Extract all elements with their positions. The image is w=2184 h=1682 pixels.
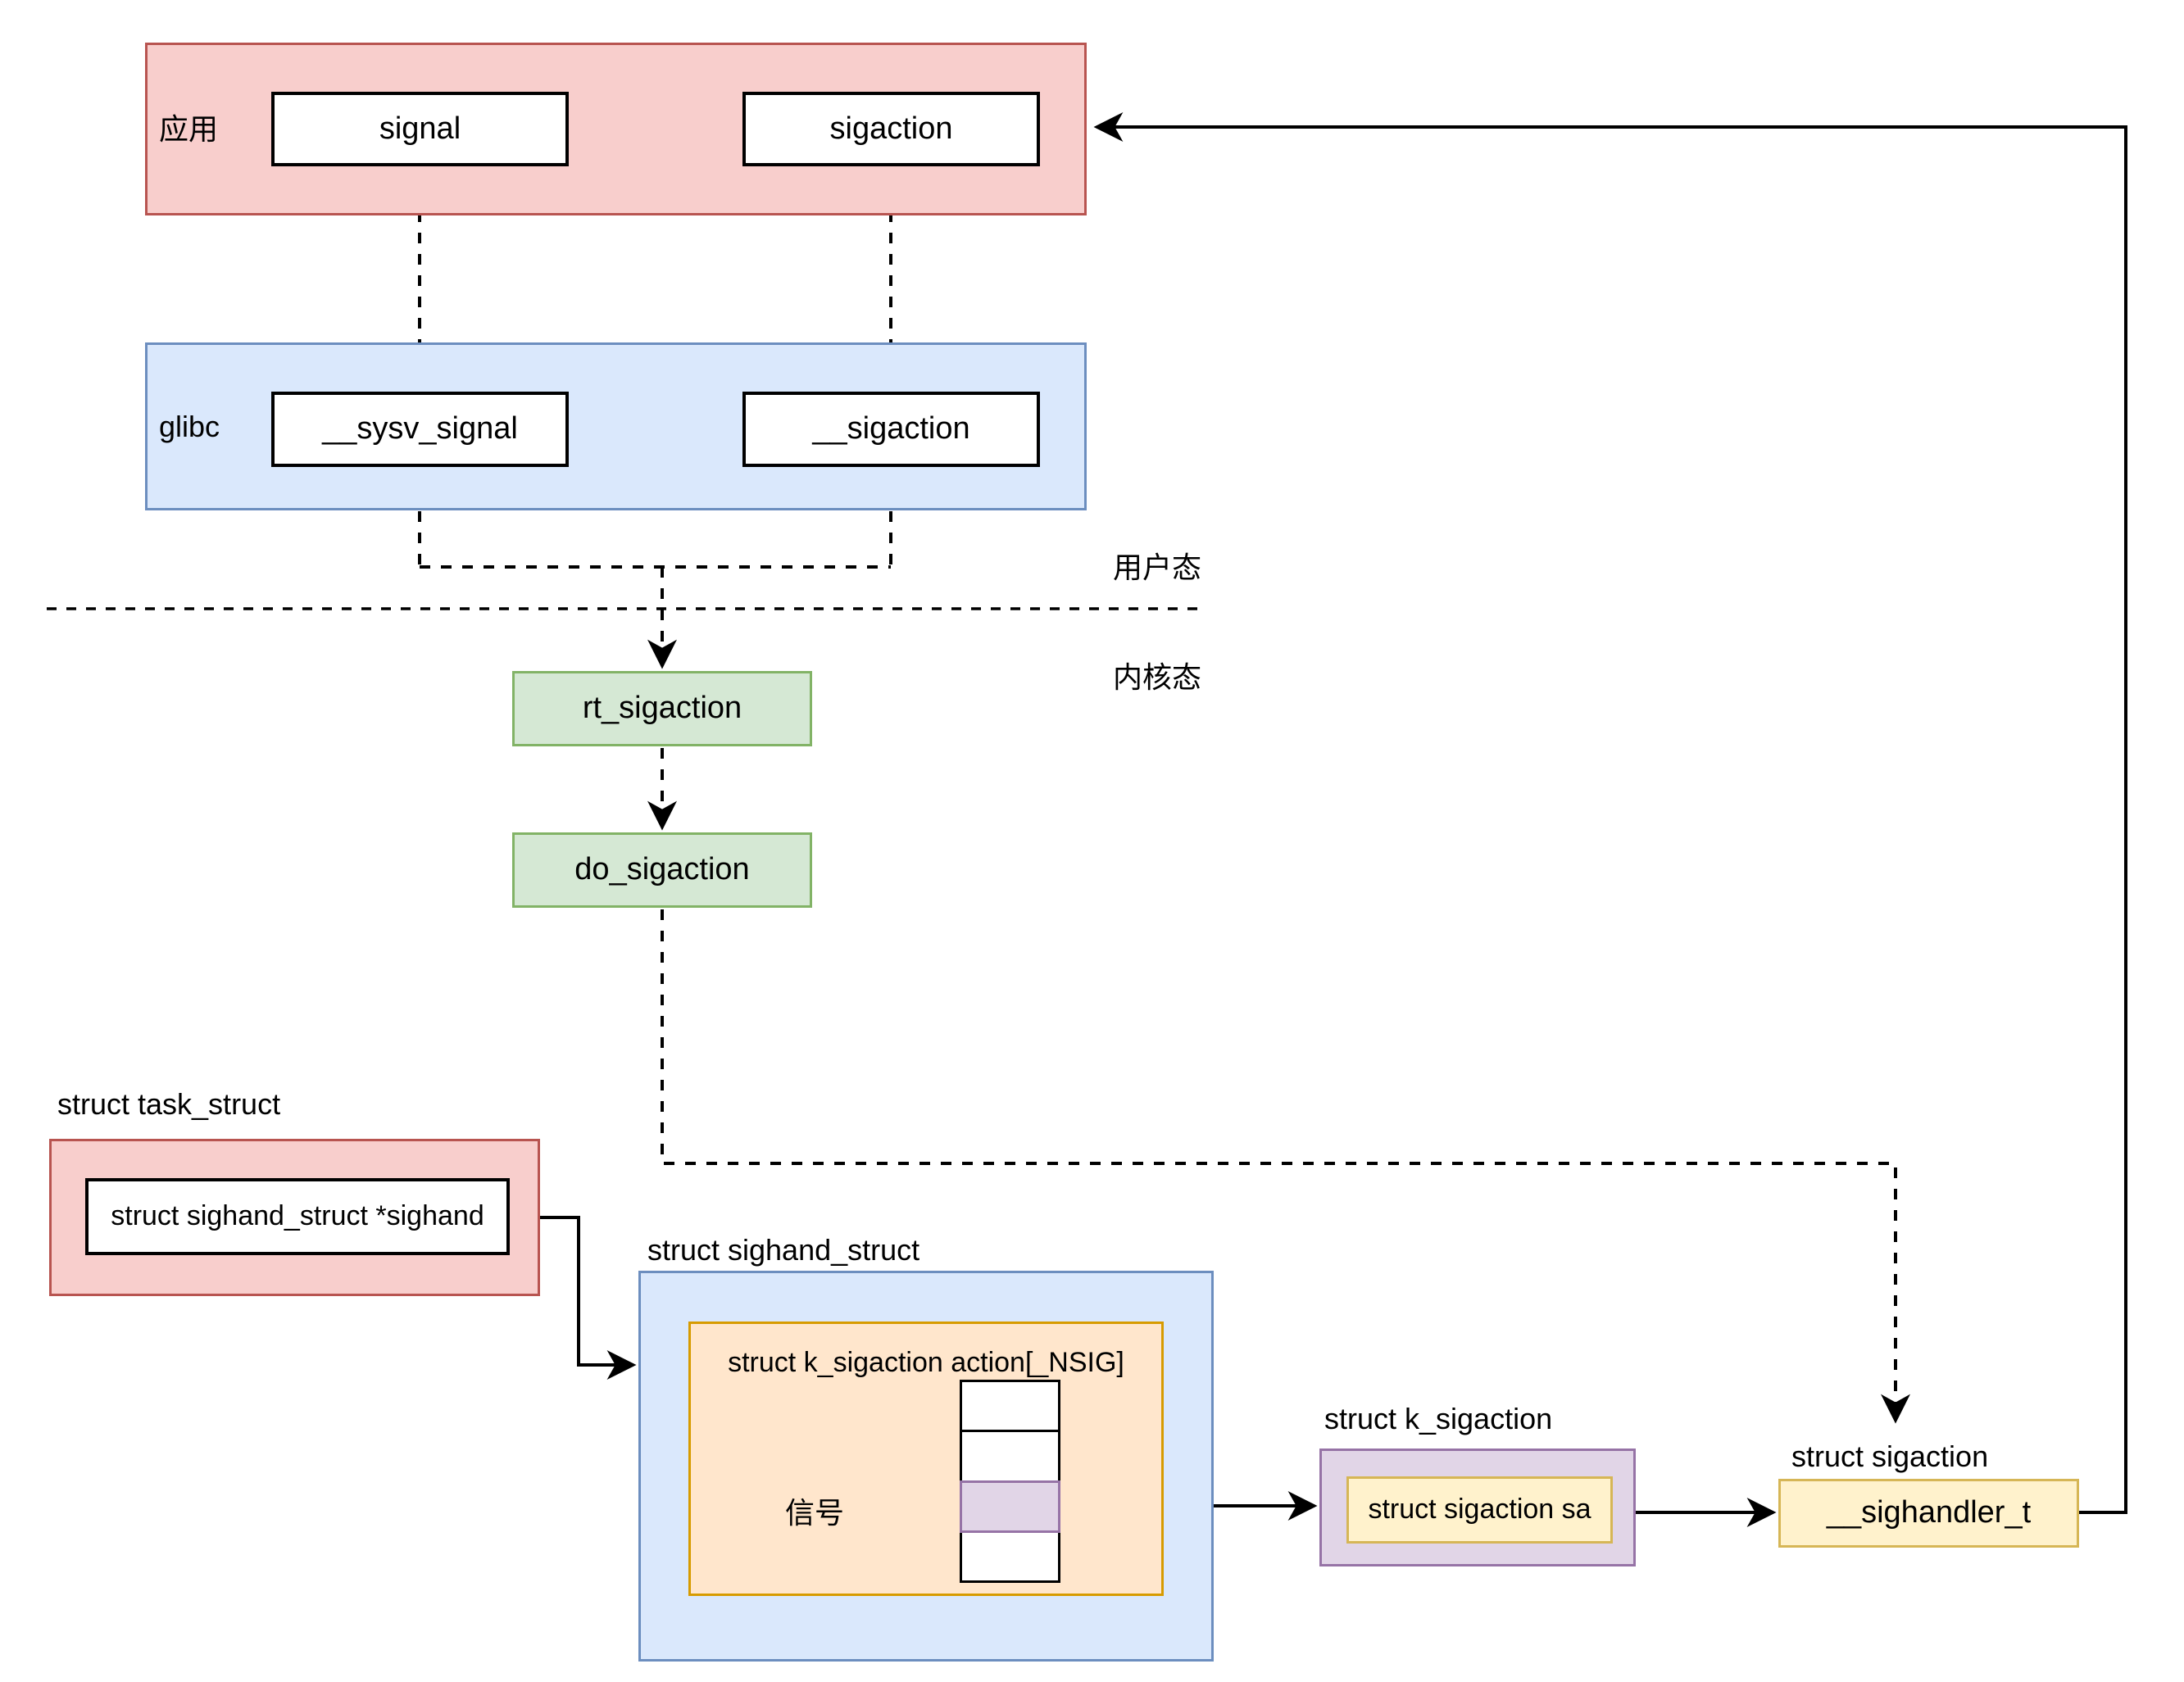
sigaction-box-label: sigaction — [829, 111, 953, 146]
action-cell — [960, 1530, 1060, 1583]
sysv-signal-box: __sysv_signal — [271, 392, 569, 467]
glibc-sigaction-box: __sigaction — [742, 392, 1040, 467]
k-sigaction-title: struct k_sigaction — [1324, 1402, 1553, 1435]
do-sigaction-box: do_sigaction — [512, 832, 812, 908]
action-cell — [960, 1430, 1060, 1483]
sigaction-sa-label: struct sigaction sa — [1368, 1494, 1591, 1526]
sighand-pointer-box: struct sighand_struct *sighand — [85, 1178, 510, 1255]
user-mode-label: 用户态 — [1113, 551, 1202, 584]
signal-index-label: 信号 — [784, 1496, 844, 1530]
sigaction-struct-title: struct sigaction — [1791, 1439, 1989, 1473]
action-array-label: struct k_sigaction action[_NSIG] — [728, 1347, 1124, 1378]
kernel-mode-label: 内核态 — [1113, 660, 1202, 694]
signal-box-label: signal — [379, 111, 461, 146]
do-sigaction-label: do_sigaction — [574, 852, 750, 887]
sighandler-label: __sighandler_t — [1826, 1495, 2032, 1530]
rt-sigaction-box: rt_sigaction — [512, 671, 812, 746]
sighand-struct-title: struct sighand_struct — [647, 1233, 920, 1267]
sighandler-box: __sighandler_t — [1778, 1479, 2079, 1548]
signal-box: signal — [271, 92, 569, 166]
task-struct-title: struct task_struct — [57, 1087, 281, 1121]
app-layer-label: 应用 — [159, 111, 219, 146]
sighand-pointer-label: struct sighand_struct *sighand — [111, 1200, 484, 1232]
glibc-layer-label: glibc — [159, 409, 220, 443]
action-cell-selected — [960, 1480, 1060, 1533]
sysv-signal-box-label: __sysv_signal — [322, 411, 518, 447]
arrow-sighandler-feedback-to-app — [1093, 112, 2127, 1514]
action-cell — [960, 1380, 1060, 1432]
action-array-box: struct k_sigaction action[_NSIG] — [688, 1322, 1164, 1596]
sigaction-sa-box: struct sigaction sa — [1346, 1476, 1613, 1544]
glibc-sigaction-box-label: __sigaction — [812, 411, 970, 447]
rt-sigaction-label: rt_sigaction — [582, 691, 742, 726]
sigaction-box: sigaction — [742, 92, 1040, 166]
